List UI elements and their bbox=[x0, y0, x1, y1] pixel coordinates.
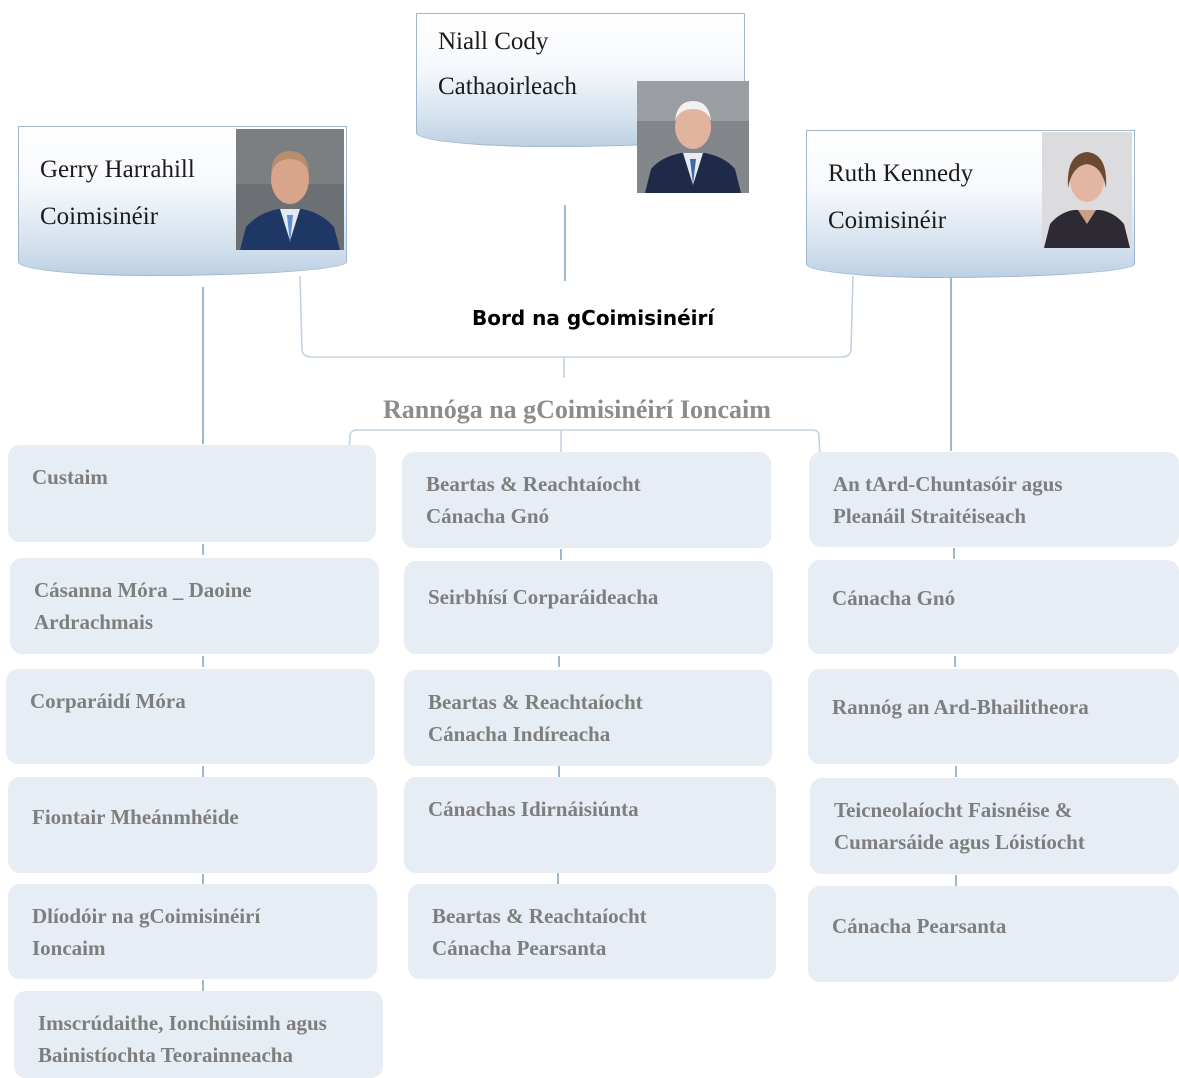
commissioner-left-role: Coimisinéir bbox=[40, 203, 159, 230]
dept-label: Teicneolaíocht Faisnéise & bbox=[834, 798, 1073, 822]
dept-label: Pleanáil Straitéiseach bbox=[833, 504, 1027, 528]
dept-canacha-gno: Cánacha Gnó bbox=[808, 560, 1179, 654]
dept-label: Cánacha Gnó bbox=[426, 504, 550, 528]
dept-label: Cánachas Idirnáisiúnta bbox=[428, 797, 639, 821]
connector-tick bbox=[202, 766, 204, 777]
left-column-connector bbox=[202, 287, 204, 444]
dept-label: Ardrachmais bbox=[34, 610, 153, 634]
commissioner-left-photo bbox=[236, 129, 344, 250]
connector-tick bbox=[558, 766, 560, 777]
dept-label: Beartas & Reachtaíocht bbox=[426, 472, 641, 496]
dept-canacha-pearsanta: Cánacha Pearsanta bbox=[808, 886, 1179, 982]
dept-label: Corparáidí Móra bbox=[30, 689, 186, 713]
connector-tick bbox=[557, 873, 559, 884]
right-column-connector bbox=[950, 275, 952, 451]
connector-tick bbox=[954, 656, 956, 667]
board-title: Bord na gCoimisinéirí bbox=[472, 306, 715, 330]
connector-tick bbox=[202, 544, 204, 555]
commissioner-right-photo bbox=[1042, 132, 1132, 248]
board-bracket bbox=[299, 275, 854, 459]
dept-label: Cánacha Pearsanta bbox=[432, 936, 607, 960]
chair-connector bbox=[564, 205, 566, 281]
commissioner-right-role: Coimisinéir bbox=[828, 207, 947, 234]
dept-label: Ioncaim bbox=[32, 936, 106, 960]
dept-label: Rannóg an Ard-Bhailitheora bbox=[832, 695, 1089, 719]
connector-tick bbox=[202, 874, 204, 885]
connector-tick bbox=[202, 656, 204, 667]
dept-idirnaisiunta: Cánachas Idirnáisiúnta bbox=[404, 777, 776, 873]
dept-ard-bhailitheora: Rannóg an Ard-Bhailitheora bbox=[808, 669, 1179, 764]
dept-label: Cánacha Gnó bbox=[832, 586, 956, 610]
commissioner-right-name: Ruth Kennedy bbox=[828, 160, 974, 187]
commissioner-left-name: Gerry Harrahill bbox=[40, 156, 195, 183]
dept-teicneolaiocht: Teicneolaíocht Faisnéise & Cumarsáide ag… bbox=[810, 778, 1179, 874]
dept-ard-chuntasoir: An tArd-Chuntasóir agus Pleanáil Straité… bbox=[809, 452, 1179, 547]
chair-card: Niall Cody Cathaoirleach bbox=[416, 13, 745, 147]
dept-label: Fiontair Mheánmhéide bbox=[32, 805, 239, 829]
chair-photo bbox=[637, 81, 749, 193]
dept-label: Cumarsáide agus Lóistíocht bbox=[834, 830, 1085, 854]
connector-tick bbox=[202, 980, 204, 991]
dept-beartas-pearsanta: Beartas & Reachtaíocht Cánacha Pearsanta bbox=[408, 884, 776, 979]
dept-corparaidi-mora: Corparáidí Móra bbox=[6, 669, 375, 764]
connector-tick bbox=[955, 766, 957, 777]
connector-tick bbox=[955, 875, 957, 886]
connector-tick bbox=[558, 656, 560, 667]
dept-beartas-indireacha: Beartas & Reachtaíocht Cánacha Indíreach… bbox=[404, 670, 772, 766]
dept-seirbhisi: Seirbhísí Corparáideacha bbox=[404, 561, 773, 654]
divisions-title: Rannóga na gCoimisinéirí Ioncaim bbox=[383, 395, 771, 424]
dept-fiontair: Fiontair Mheánmhéide bbox=[8, 777, 377, 873]
dept-imscrudaithe: Imscrúdaithe, Ionchúisimh agus Bainistío… bbox=[14, 991, 383, 1078]
chair-role: Cathaoirleach bbox=[438, 73, 577, 100]
dept-label: An tArd-Chuntasóir agus bbox=[833, 472, 1063, 496]
dept-label: Dlíodóir na gCoimisinéirí bbox=[32, 904, 261, 928]
connector-tick bbox=[560, 549, 562, 560]
dept-label: Beartas & Reachtaíocht bbox=[432, 904, 647, 928]
dept-label: Cásanna Móra _ Daoine bbox=[34, 578, 252, 602]
dept-label: Seirbhísí Corparáideacha bbox=[428, 585, 659, 609]
dept-custaim: Custaim bbox=[8, 445, 376, 542]
dept-label: Cánacha Indíreacha bbox=[428, 722, 611, 746]
dept-label: Custaim bbox=[32, 465, 108, 489]
dept-label: Imscrúdaithe, Ionchúisimh agus bbox=[38, 1011, 327, 1035]
dept-beartas-gno: Beartas & Reachtaíocht Cánacha Gnó bbox=[402, 452, 771, 548]
dept-casanna-mora: Cásanna Móra _ Daoine Ardrachmais bbox=[10, 558, 379, 654]
dept-label: Beartas & Reachtaíocht bbox=[428, 690, 643, 714]
dept-label: Cánacha Pearsanta bbox=[832, 914, 1007, 938]
dept-dliodoir: Dlíodóir na gCoimisinéirí Ioncaim bbox=[8, 884, 377, 979]
connector-tick bbox=[953, 548, 955, 559]
chair-name: Niall Cody bbox=[438, 28, 549, 55]
dept-label: Bainistíochta Teorainneacha bbox=[38, 1043, 293, 1067]
